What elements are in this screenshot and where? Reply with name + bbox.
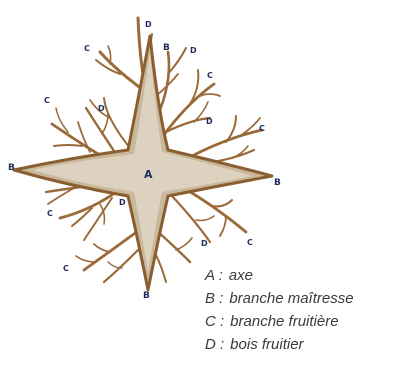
- label-b-left: B: [8, 163, 15, 173]
- legend-text: branche maîtresse: [229, 287, 353, 310]
- legend-key: D :: [205, 333, 224, 356]
- label-c-1: C: [84, 44, 90, 53]
- label-d-2: D: [190, 46, 197, 55]
- label-c-2: C: [207, 71, 213, 80]
- label-c-5: C: [47, 209, 53, 218]
- legend: A : axe B : branche maîtresse C : branche f…: [205, 264, 403, 356]
- label-c-6: C: [247, 238, 253, 247]
- label-d-1: D: [145, 20, 152, 29]
- legend-text: branche fruitière: [230, 310, 338, 333]
- label-d-3: D: [98, 104, 105, 113]
- label-d-4: D: [206, 117, 213, 126]
- legend-text: bois fruitier: [230, 333, 303, 356]
- legend-key: C :: [205, 310, 224, 333]
- legend-key: A :: [205, 264, 223, 287]
- legend-item-branche-maitresse: B : branche maîtresse: [205, 287, 403, 310]
- legend-item-axe: A : axe: [205, 264, 403, 287]
- label-c-7: C: [63, 264, 69, 273]
- label-c-4: C: [259, 124, 265, 133]
- label-b-bottom: B: [143, 291, 150, 301]
- legend-text: axe: [229, 264, 253, 287]
- legend-key: B :: [205, 287, 223, 310]
- label-axe: A: [144, 168, 153, 181]
- label-d-5: D: [119, 198, 126, 207]
- label-b-right: B: [274, 178, 281, 188]
- main-branches: [14, 36, 272, 290]
- label-b-top: B: [163, 43, 170, 53]
- label-d-6: D: [201, 239, 208, 248]
- label-c-3: C: [44, 96, 50, 105]
- legend-item-bois-fruitier: D : bois fruitier: [205, 333, 403, 356]
- legend-item-branche-fruitiere: C : branche fruitière: [205, 310, 403, 333]
